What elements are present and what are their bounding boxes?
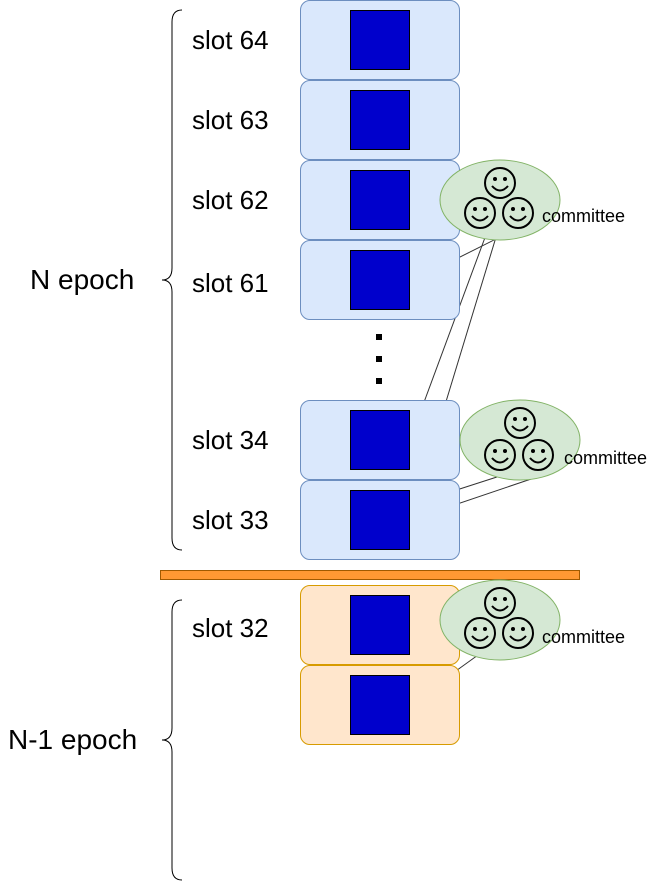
block-slot-61 — [350, 250, 410, 310]
committee-label-slot-32: committee — [542, 627, 626, 647]
block-slot-31 — [350, 675, 410, 735]
committee-label-slot-34: committee — [564, 448, 648, 468]
block-slot-62 — [350, 170, 410, 230]
n-1-epoch-brace-icon — [161, 599, 183, 881]
slot-63-label: slot 63 — [192, 105, 269, 135]
epoch-divider — [160, 570, 580, 580]
slot-62-label: slot 62 — [192, 185, 269, 215]
block-slot-63 — [350, 90, 410, 150]
n-epoch-label: N epoch — [30, 264, 135, 295]
block-slot-32 — [350, 595, 410, 655]
slot-32-label: slot 32 — [192, 613, 269, 643]
slot-33-label: slot 33 — [192, 505, 269, 535]
slot-64-label: slot 64 — [192, 25, 269, 55]
block-slot-34 — [350, 410, 410, 470]
block-slot-33 — [350, 490, 410, 550]
slot-61-label: slot 61 — [192, 268, 269, 298]
n-epoch-brace-icon — [161, 9, 183, 551]
n-1-epoch-label: N-1 epoch — [8, 724, 138, 755]
committee-label-slot-62: committee — [542, 206, 626, 226]
slot-34-label: slot 34 — [192, 425, 269, 455]
block-slot-64 — [350, 10, 410, 70]
